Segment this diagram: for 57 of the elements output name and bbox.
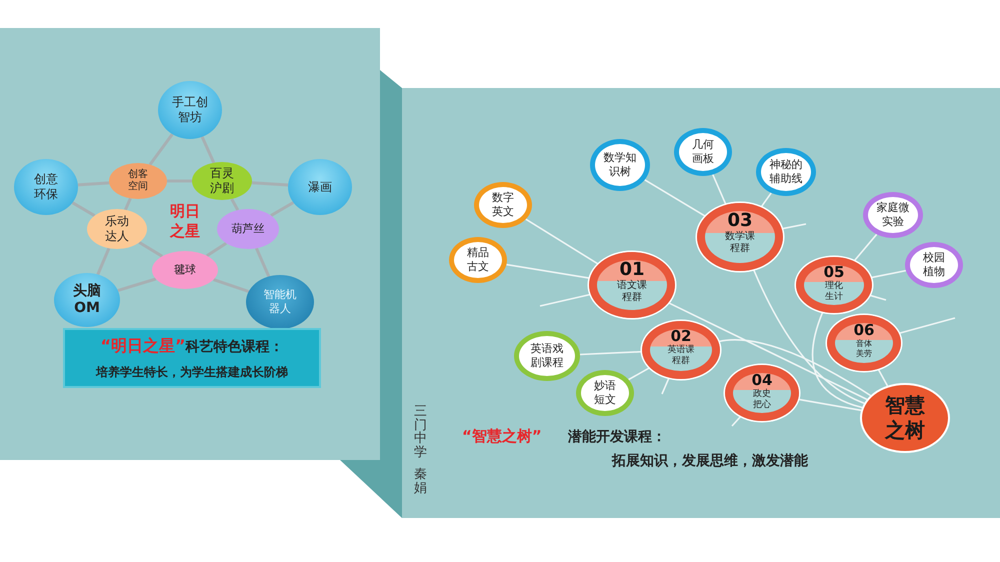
connector-line [230, 198, 240, 211]
author-text: 三门中学 [414, 405, 427, 460]
connector-line [270, 201, 294, 217]
connector-line [760, 192, 772, 208]
connector-line [870, 270, 906, 278]
course-name: 政史把心 [752, 389, 772, 411]
connector-line [148, 133, 174, 166]
connector-line [718, 339, 871, 396]
course-name: 理化生计 [824, 281, 844, 303]
connector-line [213, 278, 250, 293]
highlight-title: “明日之星” [100, 336, 186, 355]
branch-line [661, 377, 670, 394]
course-number: 03 [727, 211, 753, 230]
branch-line [869, 294, 886, 301]
connector-line [138, 241, 163, 258]
connector-line [712, 174, 727, 206]
connector-line [812, 312, 862, 408]
connector-line [853, 234, 878, 262]
connector-line [644, 179, 706, 218]
connector-line [206, 242, 228, 258]
caption-text: 培养学生特长，为学生搭建成长阶梯 [94, 364, 289, 380]
connector-line [798, 398, 862, 412]
branch-line [782, 223, 806, 230]
branch-line [731, 416, 742, 427]
connector-line [96, 248, 110, 276]
center-title: 明日之星 [170, 202, 200, 241]
connector-line [252, 181, 288, 186]
connector-line [506, 264, 590, 279]
caption-text: 拓展知识，发展思维，激发潜能 [612, 452, 808, 470]
highlight-title: “智慧之树” [462, 427, 542, 446]
course-number: 02 [670, 329, 692, 344]
connector-line [117, 277, 156, 292]
connector-line [668, 302, 868, 400]
caption-title: 潜能开发课程： [568, 428, 666, 446]
connector-line [78, 181, 110, 186]
connector-line [72, 201, 96, 217]
connector-line [628, 366, 650, 380]
author-text: 秦娟 [414, 468, 427, 496]
course-name: 英语课程群 [667, 345, 695, 367]
course-number: 05 [824, 265, 844, 280]
course-number: 04 [752, 373, 772, 388]
connector-line [124, 198, 132, 210]
connector-line [200, 136, 216, 164]
connector-line [525, 218, 600, 265]
course-name: 语文课程群 [616, 280, 648, 304]
branch-line [540, 294, 591, 307]
branch-line [898, 317, 956, 334]
connector-line [752, 268, 865, 404]
caption-title: 科艺特色课程： [186, 339, 284, 355]
connector-line [255, 248, 270, 278]
course-number: 01 [619, 260, 645, 279]
course-name: 音体美劳 [856, 339, 872, 358]
connector-line [877, 368, 888, 386]
caption-box [63, 328, 321, 388]
connector-line [580, 350, 642, 356]
course-name: 数学课程群 [724, 231, 756, 255]
course-number: 06 [854, 323, 874, 338]
